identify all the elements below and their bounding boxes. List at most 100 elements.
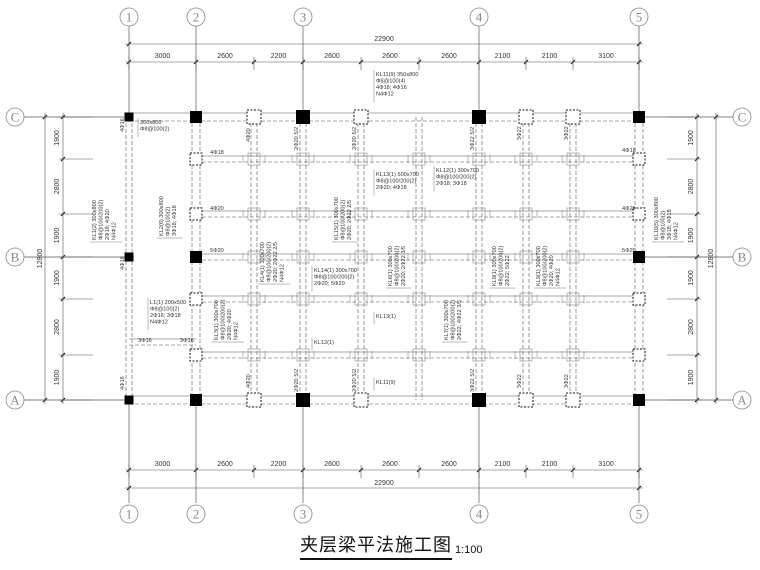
dim-segment-text: 3000 (155, 53, 171, 60)
beam-label-line: N4Φ12 (280, 264, 286, 282)
beam-joint (354, 292, 368, 306)
axis-bubble-left-A-circle (5, 390, 25, 410)
beam-joint (247, 348, 261, 362)
beam-joint (472, 348, 486, 362)
column-dashed (632, 348, 646, 362)
dim-segment-text: 1900 (688, 228, 695, 244)
column-solid (633, 394, 645, 406)
axis-bubble-bottom-4-label: 4 (476, 507, 483, 522)
beam-label-line: Φ8@100/200(2) (99, 200, 105, 240)
beam-label-line: 2Φ20; 5Φ20 (314, 281, 345, 287)
column-solid (124, 112, 134, 122)
beam-label-line: N4Φ12 (112, 222, 118, 240)
beam-joint (519, 348, 533, 362)
beam-joint (296, 250, 310, 264)
dim-segment-text: 2200 (271, 53, 287, 60)
axis-bubble-bottom-1-circle (119, 504, 139, 524)
beam-label-KL13-mid: KL13(1) (373, 312, 396, 325)
beam-joint (247, 152, 261, 166)
axis-bubble-top-3-circle (293, 7, 313, 27)
beam-label-line: Φ8@100/200(2) (314, 275, 354, 281)
axis-bubble-bottom-2-label: 2 (193, 507, 200, 522)
axis-bubble-top-5-label: 5 (636, 10, 643, 25)
beam-joint (354, 152, 368, 166)
beam-label-line: KL8(1) 300x700 (492, 246, 498, 286)
column-solid (633, 251, 645, 263)
beam-label-line: Φ8@100(4) (376, 79, 406, 85)
beam-layout (125, 112, 644, 405)
axis-bubble-right-A-circle (732, 390, 752, 410)
beam-joint (354, 250, 368, 264)
axis-bubble-right-C-circle (732, 107, 752, 127)
dim-total-text: 12800 (37, 249, 44, 269)
beam-joint (247, 292, 261, 306)
column-dashed (632, 292, 646, 306)
rebar-note: 2Φ20 5/2 (294, 369, 300, 392)
dim-segment-text: 2600 (441, 53, 457, 60)
axis-bubble-right-C-label: C (738, 110, 747, 125)
axis-bubble-bottom-5-circle (629, 504, 649, 524)
dim-segment-text: 2100 (542, 53, 558, 60)
beam-joint (247, 250, 261, 264)
rebar-note: 3Φ22 (564, 126, 570, 140)
column-dashed (518, 109, 534, 125)
rebar-note: 4Φ18 (210, 150, 224, 156)
beam-joint (296, 292, 310, 306)
axis-grid (24, 26, 733, 503)
beam-label-line: 2Φ20; 2Φ22 3/5 (401, 246, 407, 286)
axis-bubble-bottom-4-circle (469, 504, 489, 524)
beam-joint (519, 292, 533, 306)
column-dashed (632, 207, 646, 221)
dim-segment-text: 1900 (54, 130, 61, 146)
column-dashed (246, 109, 262, 125)
rebar-note: 4Φ20 (246, 374, 252, 388)
column-solid (472, 393, 486, 407)
beam-joint (412, 292, 426, 306)
beam-label-line: N4Φ12 (234, 322, 240, 340)
beam-label-line: KL4(1) 300x700 (260, 242, 266, 282)
column-solid (190, 394, 202, 406)
dim-segment-text: 2600 (441, 461, 457, 468)
beam-label-line: Φ8@100(2) (140, 127, 170, 133)
beam-label-line: 2Φ18; 4Φ20 (105, 209, 111, 240)
beam-label-line: N4Φ12 (376, 92, 394, 98)
rebar-note: 3Φ16 (138, 338, 152, 344)
beam-joint (472, 250, 486, 264)
column-solid (296, 110, 310, 124)
beam-label-line: Φ8@100/200(2) (341, 200, 347, 240)
beam-label-line: KL15(1) 300x700 (334, 197, 340, 240)
dim-segment-text: 2800 (688, 319, 695, 335)
axis-bubble-right-B-circle (732, 247, 752, 267)
beam-joint (412, 348, 426, 362)
column-solid (190, 251, 202, 263)
dim-segment-text: 2100 (495, 53, 511, 60)
axis-bubble-left-A-label: A (10, 393, 20, 408)
beam-label-line: 2Φ18; 3Φ18 (436, 181, 467, 187)
beam-label-line: Φ8@100/200(2) (543, 246, 549, 286)
rebar-note: 3Φ22 (517, 374, 523, 388)
column-solid (124, 252, 134, 262)
axis-bubble-left-C-label: C (11, 110, 20, 125)
beam-label-line: Φ8@100(2) (166, 206, 172, 236)
rebar-note: 4Φ20 (246, 128, 252, 142)
axis-bubble-top-4-label: 4 (476, 10, 483, 25)
dim-segment-text: 2100 (542, 461, 558, 468)
column-dashed (518, 392, 534, 408)
beam-joint (296, 348, 310, 362)
column-solid (296, 393, 310, 407)
dim-segment-text: 2800 (688, 179, 695, 195)
beam-label-line: Φ8@100/200(2) (376, 179, 416, 185)
dim-segment-text: 2800 (54, 319, 61, 335)
axis-bubble-left-C-circle (5, 107, 25, 127)
axis-bubble-bottom-3-label: 3 (300, 507, 307, 522)
dim-segment-text: 2200 (271, 461, 287, 468)
rebar-note: 3Φ16 (180, 338, 194, 344)
axis-bubble-right-A-label: A (737, 393, 747, 408)
rebar-note: 5Φ20 (622, 248, 636, 254)
